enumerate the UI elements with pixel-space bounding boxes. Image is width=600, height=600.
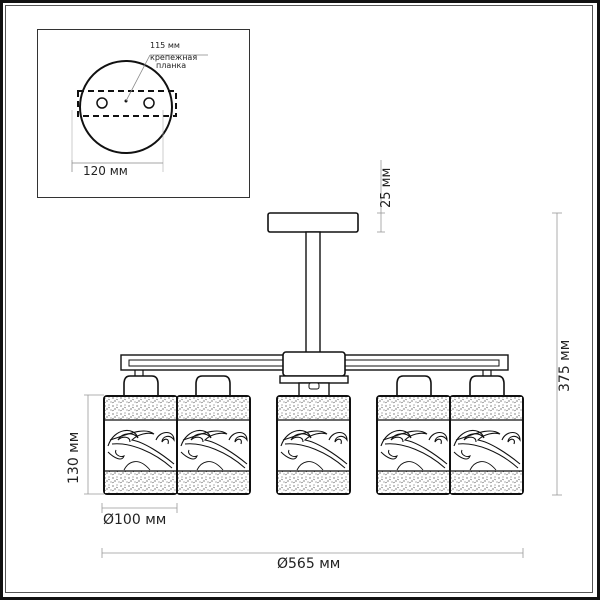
shade-4 <box>376 395 451 495</box>
plate-name-line2: планка <box>156 61 187 70</box>
center-connector <box>282 351 346 377</box>
mounting-plate-drawing <box>71 54 208 172</box>
inner-frame <box>5 5 593 593</box>
shade-diameter-label: Ø100 мм <box>103 512 167 528</box>
shade-2 <box>176 395 251 495</box>
shade-1 <box>103 395 178 495</box>
stem <box>305 231 321 354</box>
shade-height-label: 130 мм <box>66 431 82 484</box>
shade-5 <box>449 395 524 495</box>
mounting-plate-inset: 115 мм крепежная планка 120 мм <box>37 29 250 198</box>
total-diameter-label: Ø565 мм <box>277 556 341 572</box>
total-height-label: 375 мм <box>557 339 573 392</box>
plate-name-line1: крепежная <box>150 53 198 62</box>
canopy-diameter-label: 120 мм <box>83 164 128 178</box>
ceiling-canopy <box>267 212 359 233</box>
shade-3 <box>276 395 351 495</box>
canopy-height-label: 25 мм <box>379 167 394 208</box>
plate-size-label: 115 мм <box>150 41 180 50</box>
